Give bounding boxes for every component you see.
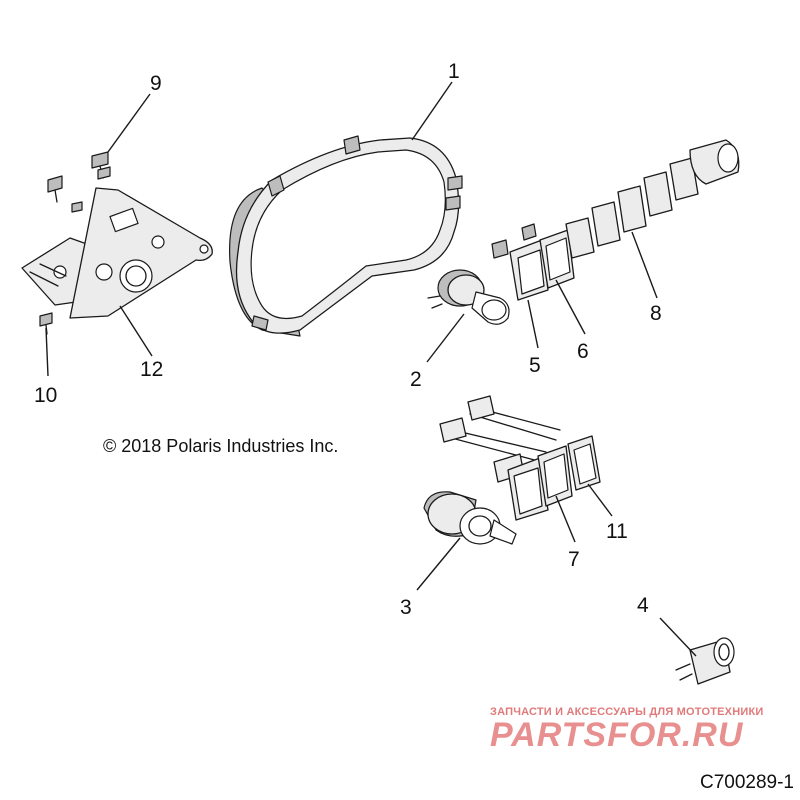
callout-12: 12 (140, 358, 163, 381)
callout-10: 10 (34, 384, 57, 407)
callout-11: 11 (606, 520, 628, 543)
part-8-switch-plugs (565, 139, 740, 259)
drawing-number: C700289-1 (699, 772, 794, 793)
copyright-notice: © 2018 Polaris Industries Inc. (103, 436, 339, 456)
callout-1: 1 (448, 60, 460, 83)
part-12-mounting-bracket (21, 187, 213, 319)
callout-2: 2 (410, 368, 422, 391)
part-7-11-switches-harness (439, 395, 601, 521)
part-3-ignition-switch-key (423, 491, 517, 545)
part-9-screws (47, 151, 111, 213)
callout-9: 9 (150, 72, 162, 95)
callout-7: 7 (568, 548, 580, 571)
part-1-instrument-cluster (229, 135, 463, 337)
watermark-tagline: ЗАПЧАСТИ И АКСЕССУАРЫ ДЛЯ МОТОТЕХНИКИ (490, 706, 764, 718)
callout-8: 8 (650, 302, 662, 325)
callout-4: 4 (637, 594, 649, 617)
watermark-brand: PARTSFOR.RU (490, 716, 744, 754)
part-4-power-outlet (675, 637, 735, 685)
part-5-6-rocker-switches (491, 223, 575, 301)
callout-labels: 1 2 3 4 5 6 7 8 9 10 11 12 (34, 60, 662, 619)
leader-lines (45, 81, 697, 657)
part-2-ignition-switch (427, 269, 510, 325)
callout-3: 3 (400, 596, 412, 619)
callout-5: 5 (529, 354, 541, 377)
callout-6: 6 (577, 340, 589, 363)
